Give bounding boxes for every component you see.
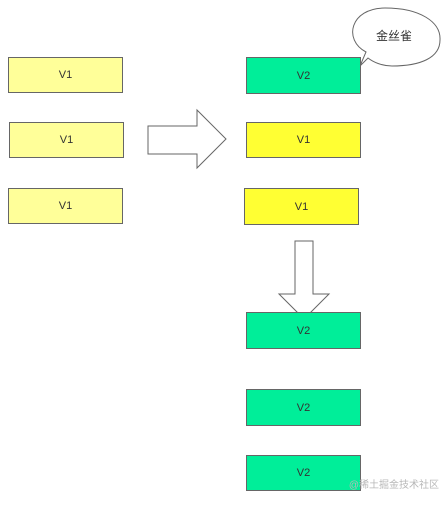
bottom-box-3-label: V2	[296, 467, 311, 479]
callout-text: 金丝雀	[376, 28, 412, 43]
left-box-1: V1	[8, 57, 123, 93]
right-box-1-label: V2	[296, 69, 311, 82]
right-box-2: V1	[246, 122, 361, 158]
arrow-right-icon	[147, 108, 227, 170]
bottom-box-2: V2	[246, 389, 361, 426]
bottom-box-3: V2	[246, 455, 361, 491]
bottom-box-1-label: V2	[296, 324, 311, 337]
arrow-down-icon	[277, 240, 331, 320]
bottom-box-2-label: V2	[296, 401, 311, 414]
right-box-3: V1	[244, 188, 359, 225]
bottom-box-1: V2	[246, 312, 361, 349]
callout-bubble-icon	[352, 7, 441, 67]
right-box-3-label: V1	[294, 200, 309, 213]
right-box-1: V2	[246, 57, 361, 94]
left-box-2: V1	[9, 122, 124, 158]
watermark: @稀土掘金技术社区	[348, 480, 439, 491]
left-box-1-label: V1	[58, 69, 73, 81]
right-box-2-label: V1	[296, 134, 311, 146]
left-box-2-label: V1	[59, 134, 74, 146]
left-box-3-label: V1	[58, 200, 73, 212]
left-box-3: V1	[8, 188, 123, 224]
